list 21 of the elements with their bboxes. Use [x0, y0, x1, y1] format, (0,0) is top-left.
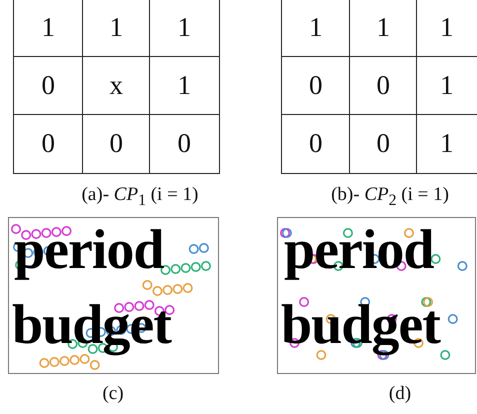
figure-caption: (b)- CP$_{2}$ (i = 1) — [331, 184, 449, 210]
figure-caption: (c) — [102, 383, 124, 405]
word-image-text: budget — [281, 297, 440, 353]
table-cell: 0 — [13, 114, 84, 174]
word-image-text: period — [14, 222, 164, 278]
table-cell: 0 — [82, 114, 150, 174]
table-cell: 1 — [149, 0, 220, 58]
table-cell: 1 — [416, 56, 477, 116]
figure-caption: (a)- CP$_{1}$ (i = 1) — [82, 184, 198, 210]
table-cell: 0 — [13, 56, 84, 116]
table-cell: 1 — [416, 114, 477, 174]
figure-caption: (d) — [388, 383, 412, 405]
table-cell: x — [82, 56, 150, 116]
table-cell: 0 — [281, 56, 350, 116]
word-image-text: period — [284, 222, 434, 278]
table-cell: 1 — [149, 56, 220, 116]
word-image-text: budget — [12, 297, 171, 353]
table-cell: 0 — [349, 56, 418, 116]
table-cell: 0 — [349, 114, 418, 174]
table-cell: 0 — [149, 114, 220, 174]
table-cell: 0 — [281, 114, 350, 174]
